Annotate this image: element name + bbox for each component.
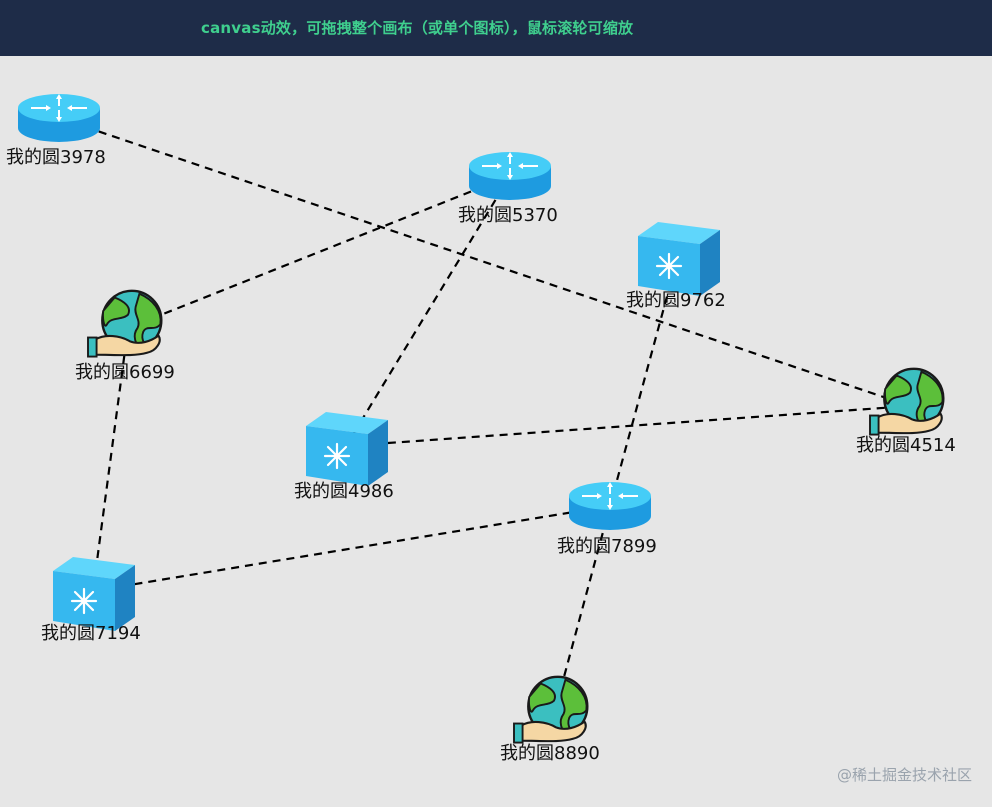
switch-icon[interactable] [636, 220, 722, 298]
node-label: 我的圆6699 [75, 362, 175, 383]
node-label: 我的圆4986 [294, 481, 394, 502]
router-icon[interactable] [468, 151, 552, 201]
node-label: 我的圆3978 [6, 147, 106, 168]
edge-n7899-n8890 [552, 505, 612, 715]
node-label: 我的圆7194 [41, 623, 141, 644]
switch-icon[interactable] [304, 410, 390, 488]
edge-n3978-n4514 [58, 116, 911, 408]
node-n8890[interactable]: 我的圆8890 [500, 675, 600, 764]
edge-n5370-n6699 [127, 174, 511, 330]
router-icon[interactable] [568, 481, 652, 531]
header-bar: canvas动效，可拖拽整个画布（或单个图标），鼠标滚轮可缩放 [0, 0, 992, 56]
node-n5370[interactable]: 我的圆5370 [458, 151, 558, 226]
node-n4986[interactable]: 我的圆4986 [294, 410, 394, 502]
page-title: canvas动效，可拖拽整个画布（或单个图标），鼠标滚轮可缩放 [201, 19, 634, 37]
edge-n9762-n7899 [608, 255, 680, 507]
edge-n4986-n4514 [345, 404, 911, 448]
node-n7899[interactable]: 我的圆7899 [557, 481, 657, 557]
edge-n7194-n7899 [92, 504, 611, 593]
node-n7194[interactable]: 我的圆7194 [41, 555, 141, 644]
topology-diagram[interactable]: 我的圆3978 我的圆5370 我的圆9762 我的圆6699 我的圆4514 我的圆49… [0, 56, 992, 807]
node-label: 我的圆7899 [557, 536, 657, 557]
node-label: 我的圆9762 [626, 290, 726, 311]
node-n6699[interactable]: 我的圆6699 [75, 289, 175, 383]
router-icon[interactable] [17, 93, 101, 143]
node-label: 我的圆5370 [458, 205, 558, 226]
node-label: 我的圆4514 [856, 435, 956, 456]
globe-hand-icon[interactable] [512, 675, 589, 744]
node-n3978[interactable]: 我的圆3978 [6, 93, 106, 168]
switch-icon[interactable] [51, 555, 137, 633]
edge-n6699-n7194 [91, 327, 130, 592]
node-n9762[interactable]: 我的圆9762 [626, 220, 726, 311]
edge-n5370-n4986 [345, 175, 511, 447]
watermark-text: @稀土掘金技术社区 [836, 766, 972, 784]
topology-canvas[interactable]: 我的圆3978 我的圆5370 我的圆9762 我的圆6699 我的圆4514 我的圆49… [0, 56, 992, 807]
node-n4514[interactable]: 我的圆4514 [856, 367, 956, 456]
node-label: 我的圆8890 [500, 743, 600, 764]
globe-hand-icon[interactable] [868, 367, 945, 436]
globe-hand-icon[interactable] [86, 289, 163, 358]
